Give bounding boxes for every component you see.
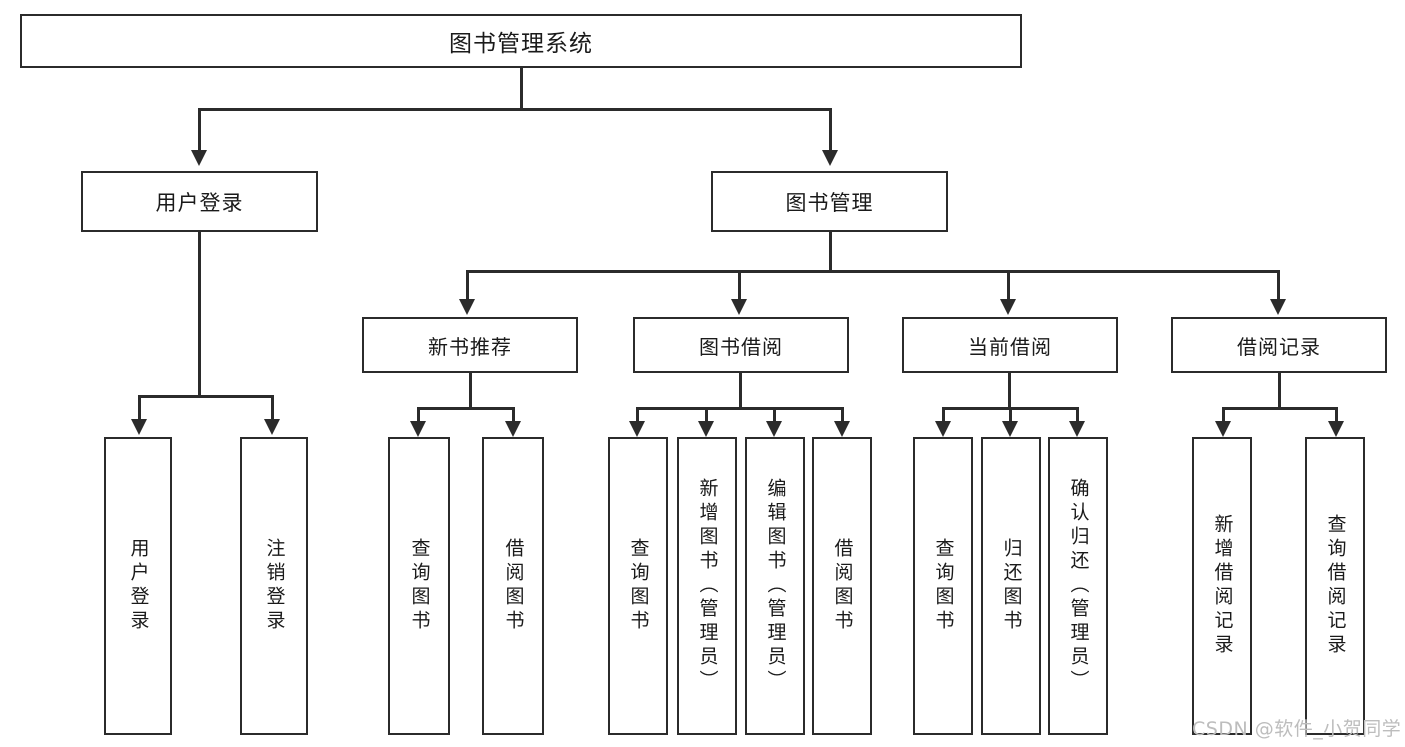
node-book-borrow[interactable]: 图书借阅	[633, 317, 849, 373]
leaf-query-record[interactable]: 查询借阅记录	[1305, 437, 1365, 735]
arrowhead-new-book-rec	[459, 299, 475, 315]
arrowhead-leaf-query-record	[1328, 421, 1344, 437]
arrowhead-leaf-add-book	[698, 421, 714, 437]
connector-borrow-record-bus	[1222, 407, 1338, 410]
leaf-label: 归还图书	[1000, 538, 1023, 634]
leaf-query-book-borrow[interactable]: 查询图书	[608, 437, 668, 735]
connector-bm-to-current-borrow	[1007, 270, 1010, 299]
connector-br-to-leaf-2	[1335, 407, 1338, 421]
connector-bb-to-leaf-1	[636, 407, 639, 421]
leaf-label: 查询借阅记录	[1324, 514, 1347, 658]
connector-book-borrow-bus	[636, 407, 844, 410]
leaf-add-book[interactable]: 新增图书（管理员）	[677, 437, 737, 735]
connector-cb-to-leaf-3	[1076, 407, 1079, 421]
leaf-confirm-return[interactable]: 确认归还（管理员）	[1048, 437, 1108, 735]
node-root-system[interactable]: 图书管理系统	[20, 14, 1022, 68]
leaf-user-login[interactable]: 用户登录	[104, 437, 172, 735]
connector-user-login-bus	[138, 395, 271, 398]
connector-root-stem	[520, 68, 523, 108]
leaf-label: 借阅图书	[831, 538, 854, 634]
node-label: 当前借阅	[968, 334, 1052, 359]
leaf-edit-book[interactable]: 编辑图书（管理员）	[745, 437, 805, 735]
leaf-user-logout[interactable]: 注销登录	[240, 437, 308, 735]
connector-borrow-record-stem	[1278, 373, 1281, 407]
connector-br-to-leaf-1	[1222, 407, 1225, 421]
leaf-label: 用户登录	[127, 538, 150, 634]
arrowhead-leaf-user-logout	[264, 419, 280, 435]
leaf-query-book-current[interactable]: 查询图书	[913, 437, 973, 735]
node-new-book-rec[interactable]: 新书推荐	[362, 317, 578, 373]
connector-user-login-stem	[198, 232, 201, 395]
leaf-label: 确认归还（管理员）	[1067, 478, 1090, 694]
leaf-label: 查询图书	[627, 538, 650, 634]
connector-bm-to-new-book-rec	[466, 270, 469, 299]
arrowhead-leaf-query-book-3	[935, 421, 951, 437]
node-label: 新书推荐	[428, 334, 512, 359]
leaf-label: 查询图书	[932, 538, 955, 634]
leaf-label: 新增借阅记录	[1211, 514, 1234, 658]
connector-root-to-user-login	[198, 108, 201, 150]
connector-bm-to-borrow-record	[1277, 270, 1280, 299]
connector-book-borrow-stem	[739, 373, 742, 407]
connector-root-bus	[198, 108, 832, 111]
arrowhead-current-borrow	[1000, 299, 1016, 315]
arrowhead-user-login	[191, 150, 207, 166]
connector-cb-to-leaf-2	[1009, 407, 1012, 421]
leaf-label: 编辑图书（管理员）	[764, 478, 787, 694]
node-label: 图书借阅	[699, 334, 783, 359]
connector-user-login-to-leaf-1	[138, 395, 141, 419]
leaf-borrow-book-borrow[interactable]: 借阅图书	[812, 437, 872, 735]
node-current-borrow[interactable]: 当前借阅	[902, 317, 1118, 373]
arrowhead-borrow-record	[1270, 299, 1286, 315]
connector-new-book-rec-stem	[469, 373, 472, 407]
node-book-manage[interactable]: 图书管理	[711, 171, 948, 232]
leaf-add-record[interactable]: 新增借阅记录	[1192, 437, 1252, 735]
connector-nbr-to-leaf-1	[417, 407, 420, 421]
connector-new-book-rec-bus	[417, 407, 515, 410]
leaf-query-book-new-rec[interactable]: 查询图书	[388, 437, 450, 735]
leaf-borrow-book-new-rec[interactable]: 借阅图书	[482, 437, 544, 735]
arrowhead-leaf-query-book-1	[410, 421, 426, 437]
connector-current-borrow-stem	[1008, 373, 1011, 407]
connector-cb-to-leaf-1	[942, 407, 945, 421]
connector-bm-to-book-borrow	[738, 270, 741, 299]
node-label: 图书管理系统	[449, 31, 593, 57]
leaf-label: 查询图书	[408, 538, 431, 634]
leaf-return-book[interactable]: 归还图书	[981, 437, 1041, 735]
arrowhead-leaf-add-record	[1215, 421, 1231, 437]
connector-bb-to-leaf-3	[773, 407, 776, 421]
arrowhead-leaf-borrow-book-1	[505, 421, 521, 437]
connector-bb-to-leaf-2	[705, 407, 708, 421]
arrowhead-leaf-query-book-2	[629, 421, 645, 437]
arrowhead-book-manage	[822, 150, 838, 166]
leaf-label: 注销登录	[263, 538, 286, 634]
arrowhead-book-borrow	[731, 299, 747, 315]
leaf-label: 新增图书（管理员）	[696, 478, 719, 694]
node-label: 图书管理	[785, 190, 874, 215]
connector-root-to-book-manage	[829, 108, 832, 150]
node-user-login[interactable]: 用户登录	[81, 171, 318, 232]
connector-bb-to-leaf-4	[841, 407, 844, 421]
node-label: 用户登录	[155, 190, 244, 215]
arrowhead-leaf-return-book	[1002, 421, 1018, 437]
arrowhead-leaf-user-login	[131, 419, 147, 435]
node-borrow-record[interactable]: 借阅记录	[1171, 317, 1387, 373]
arrowhead-leaf-borrow-book-2	[834, 421, 850, 437]
arrowhead-leaf-edit-book	[766, 421, 782, 437]
connector-user-login-to-leaf-2	[271, 395, 274, 419]
arrowhead-leaf-confirm-return	[1069, 421, 1085, 437]
connector-book-manage-stem	[829, 232, 832, 270]
connector-nbr-to-leaf-2	[512, 407, 515, 421]
connector-book-manage-bus	[466, 270, 1280, 273]
leaf-label: 借阅图书	[502, 538, 525, 634]
node-label: 借阅记录	[1237, 334, 1321, 359]
